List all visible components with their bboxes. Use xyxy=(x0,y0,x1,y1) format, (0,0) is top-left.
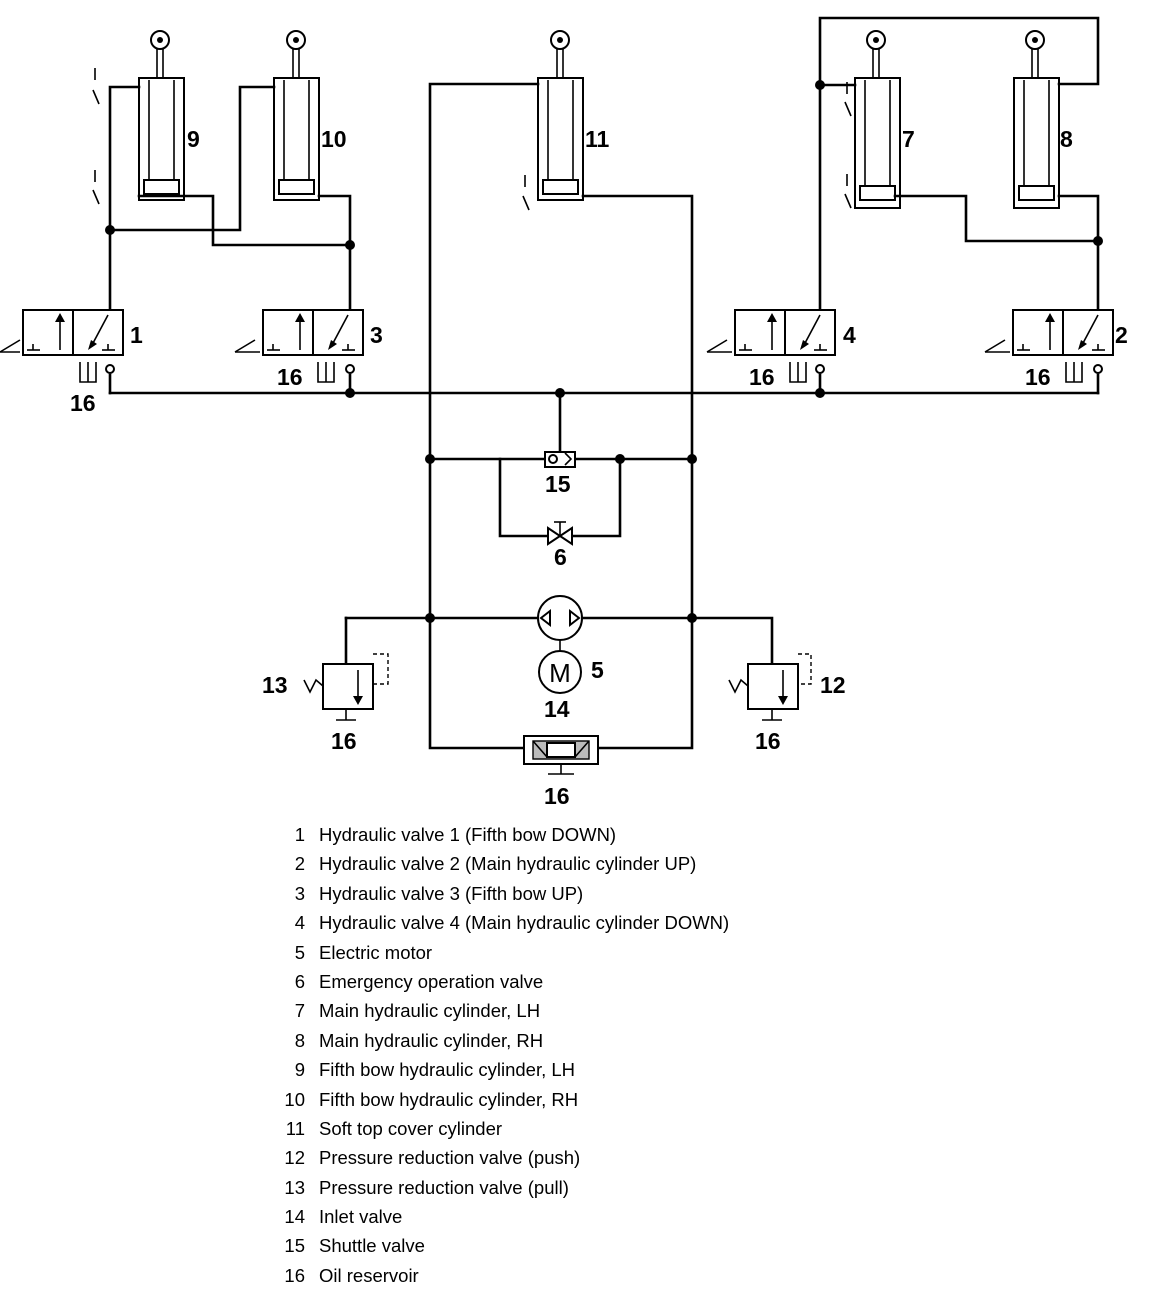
label-16-prv-push: 16 xyxy=(755,728,781,754)
electric-motor: M xyxy=(538,650,582,694)
hydraulic-valve-4 xyxy=(706,309,836,383)
legend-item: 1 Hydraulic valve 1 (Fifth bow DOWN) xyxy=(276,820,729,849)
pressure-reduction-valve-push xyxy=(728,653,812,721)
legend-text: Electric motor xyxy=(319,941,433,963)
legend-text: Hydraulic valve 4 (Main hydraulic cylind… xyxy=(319,912,730,934)
label-3: 3 xyxy=(370,322,383,348)
label-7: 7 xyxy=(902,126,915,152)
legend-number: 2 xyxy=(294,853,305,875)
legend-number: 12 xyxy=(284,1147,305,1169)
legend-item: 15 Shuttle valve xyxy=(276,1231,729,1260)
legend-text: Pressure reduction valve (pull) xyxy=(319,1176,569,1198)
legend-item: 9 Fifth bow hydraulic cylinder, LH xyxy=(276,1055,729,1084)
legend-number: 14 xyxy=(284,1206,305,1228)
legend-number: 1 xyxy=(294,824,305,845)
inlet-valve xyxy=(523,735,599,775)
junction-dots xyxy=(105,80,1103,623)
legend-number: 15 xyxy=(284,1235,305,1257)
legend-number: 6 xyxy=(294,970,305,992)
legend-number: 10 xyxy=(284,1088,305,1110)
soft-top-cover-cylinder xyxy=(537,30,584,201)
label-16-v4: 16 xyxy=(749,364,775,390)
legend-number: 3 xyxy=(294,882,305,904)
legend-number: 5 xyxy=(294,941,305,963)
legend-text: Main hydraulic cylinder, RH xyxy=(319,1029,544,1051)
emergency-operation-valve xyxy=(547,521,573,546)
legend-item: 10 Fifth bow hydraulic cylinder, RH xyxy=(276,1085,729,1114)
legend-text: Fifth bow hydraulic cylinder, RH xyxy=(319,1088,579,1110)
legend-text: Emergency operation valve xyxy=(319,970,544,992)
label-6: 6 xyxy=(554,544,567,570)
label-16-v1: 16 xyxy=(70,390,96,416)
label-14: 14 xyxy=(544,696,570,722)
hydraulic-pump xyxy=(537,595,583,652)
main-hydraulic-cylinder-lh xyxy=(854,30,901,209)
label-5: 5 xyxy=(591,657,604,683)
fifth-bow-cylinder-lh xyxy=(138,30,185,201)
shuttle-valve xyxy=(544,451,576,468)
label-8: 8 xyxy=(1060,126,1073,152)
legend-text: Hydraulic valve 3 (Fifth bow UP) xyxy=(319,882,584,904)
legend-item: 3 Hydraulic valve 3 (Fifth bow UP) xyxy=(276,879,729,908)
legend-item: 12 Pressure reduction valve (push) xyxy=(276,1143,729,1172)
label-15: 15 xyxy=(545,471,571,497)
label-12: 12 xyxy=(820,672,846,698)
legend-item: 8 Main hydraulic cylinder, RH xyxy=(276,1026,729,1055)
legend-text: Pressure reduction valve (push) xyxy=(319,1147,581,1169)
label-10: 10 xyxy=(321,126,347,152)
label-16-v3: 16 xyxy=(277,364,303,390)
label-9: 9 xyxy=(187,126,200,152)
pressure-reduction-valve-pull xyxy=(303,653,389,721)
label-16-prv-pull: 16 xyxy=(331,728,357,754)
main-hydraulic-cylinder-rh xyxy=(1013,30,1060,209)
legend-item: 2 Hydraulic valve 2 (Main hydraulic cylin… xyxy=(276,849,729,878)
label-13: 13 xyxy=(262,672,288,698)
legend-item: 6 Emergency operation valve xyxy=(276,967,729,996)
label-1: 1 xyxy=(130,322,143,348)
legend-number: 8 xyxy=(294,1029,305,1051)
legend-item: 13 Pressure reduction valve (pull) xyxy=(276,1173,729,1202)
legend-item: 14 Inlet valve xyxy=(276,1202,729,1231)
label-2: 2 xyxy=(1115,322,1128,348)
component-labels: 9 10 11 7 8 1 3 4 2 16 16 16 16 15 6 5 1… xyxy=(70,126,1128,809)
legend-text: Main hydraulic cylinder, LH xyxy=(319,1000,541,1022)
legend-text: Inlet valve xyxy=(319,1206,403,1228)
legend-item: 7 Main hydraulic cylinder, LH xyxy=(276,996,729,1025)
legend-number: 4 xyxy=(294,912,305,934)
legend-number: 13 xyxy=(284,1176,305,1198)
label-16-v2: 16 xyxy=(1025,364,1051,390)
label-4: 4 xyxy=(843,322,856,348)
label-16-inlet: 16 xyxy=(544,783,570,809)
legend-item: 5 Electric motor xyxy=(276,938,729,967)
legend-text: Oil reservoir xyxy=(319,1264,419,1286)
hydraulic-valve-2 xyxy=(984,309,1114,383)
motor-symbol: M xyxy=(549,658,571,688)
legend-item: 16 Oil reservoir xyxy=(276,1261,729,1290)
hydraulic-valve-3 xyxy=(234,309,364,383)
check-marks xyxy=(92,68,852,211)
hydraulic-schematic: M 9 10 11 7 8 1 3 4 2 16 16 xyxy=(0,16,1128,809)
legend-number: 11 xyxy=(285,1117,305,1139)
legend-text: Hydraulic valve 2 (Main hydraulic cylind… xyxy=(319,853,697,875)
legend-number: 16 xyxy=(284,1264,305,1286)
legend-number: 9 xyxy=(294,1059,305,1081)
fifth-bow-cylinder-rh xyxy=(273,30,320,201)
legend-text: Shuttle valve xyxy=(319,1235,425,1257)
legend-text: Fifth bow hydraulic cylinder, LH xyxy=(319,1059,576,1081)
legend-text: Soft top cover cylinder xyxy=(319,1117,503,1139)
label-11: 11 xyxy=(585,126,610,152)
legend-text: Hydraulic valve 1 (Fifth bow DOWN) xyxy=(319,824,617,845)
legend-item: 11 Soft top cover cylinder xyxy=(276,1114,729,1143)
legend-item: 4 Hydraulic valve 4 (Main hydraulic cylin… xyxy=(276,908,730,937)
legend-number: 7 xyxy=(294,1000,305,1022)
hydraulic-valve-1 xyxy=(0,309,124,383)
